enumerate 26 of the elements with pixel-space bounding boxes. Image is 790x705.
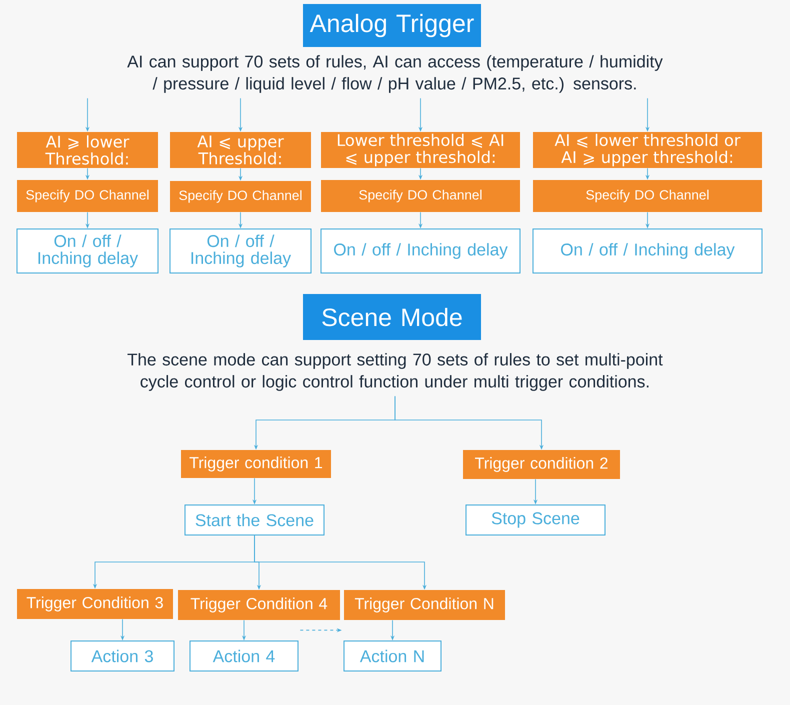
channel-box: Specify DO Channel [17,180,158,212]
description-text: AI can support 70 sets of rules, AI can access (temperature / humidity / pressure / liquid level / flow / pH value / PM2.5, etc.) sensors. [127,55,663,93]
channel-box: Specify DO Channel [321,180,520,212]
result-box: On / off / Inching delay [532,228,762,274]
result-box: Start the Scene [184,504,324,536]
condition-box: Trigger Condition 3 [17,589,173,619]
result-box: Stop Scene [466,504,606,536]
condition-box: AI ⩽ lower threshold or AI ⩾ upper threshold: [533,132,762,168]
condition-box: Trigger condition 1 [181,450,331,478]
description-text: The scene mode can support setting 70 sets of rules to set multi-point cycle control or logic control function under multi trigger conditions. [128,353,663,391]
result-box: On / off / Inching delay [170,228,312,274]
condition-box: Trigger Condition 4 [178,590,340,620]
condition-box: AI ⩽ upper Threshold: [170,132,311,168]
condition-box: Trigger condition 2 [463,450,620,479]
result-box: Action N [344,640,442,672]
section-heading: Scene Mode [303,294,481,340]
section-heading: Analog Trigger [303,4,481,47]
result-box: Action 3 [70,640,174,672]
result-box: Action 4 [190,640,298,672]
condition-box: Trigger Condition N [344,590,505,620]
result-box: On / off / Inching delay [320,228,520,274]
result-box: On / off / Inching delay [16,228,158,274]
condition-box: Lower threshold ⩽ AI ⩽ upper threshold: [321,132,520,168]
channel-box: Specify DO Channel [170,181,311,212]
condition-box: AI ⩾ lower Threshold: [17,132,158,168]
channel-box: Specify DO Channel [533,180,762,212]
